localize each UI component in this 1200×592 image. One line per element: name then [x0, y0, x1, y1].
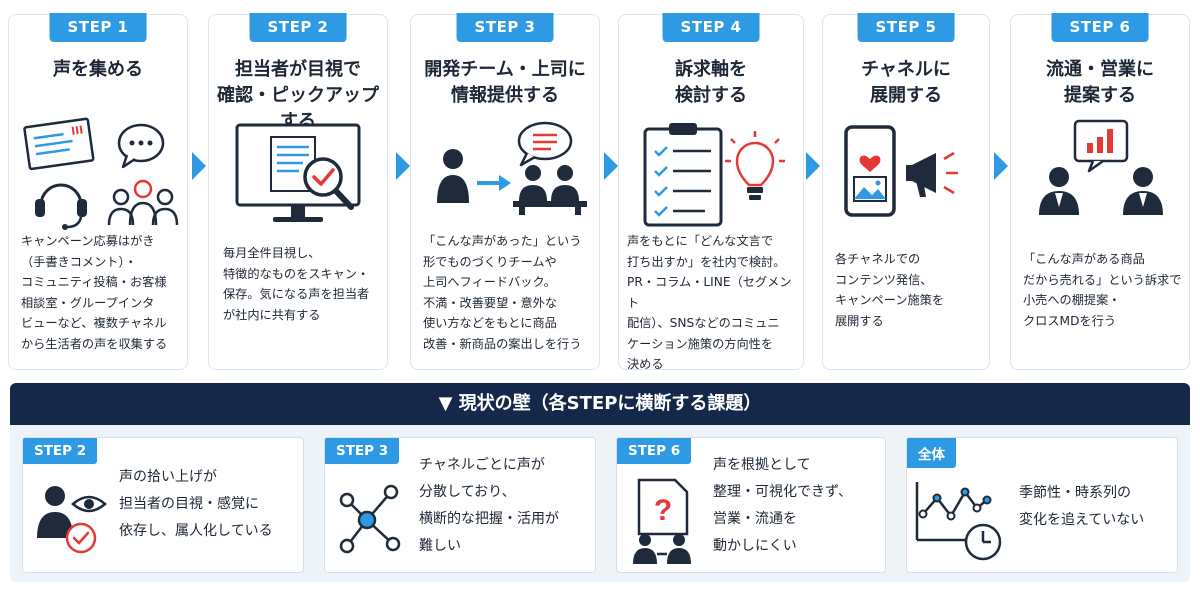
step-3-description: 「こんな声があった」という 形でものづくりチームや 上司へフィードバック。 不満…	[423, 234, 582, 351]
clipboard-checklist-icon	[643, 123, 723, 227]
step-5-card: STEP 5 チャネルに 展開する	[822, 13, 990, 370]
step-1-title: 声を集める	[53, 59, 143, 80]
step-6-illustration	[1011, 115, 1189, 233]
step-2-illustration	[209, 115, 387, 233]
svg-text:?: ?	[654, 494, 672, 527]
step-4-title: 訴求軸を 検討する	[675, 59, 747, 106]
challenge-2-badge: STEP 3	[325, 438, 400, 464]
challenge-card-4: 全体 季節性・時系列の 変化を追えていない	[906, 437, 1178, 573]
challenge-card-3: STEP 6 ? 声を根拠として 整理・可視化できず、 営業・流通を 動かしにく…	[616, 437, 886, 573]
step-6-description: 「こんな声がある商品 だから売れる」という訴求で 小売への棚提案・ クロスMDを…	[1023, 252, 1182, 328]
speech-bubble-icon	[117, 123, 165, 169]
challenge-4-text: 季節性・時系列の 変化を追えていない	[1019, 485, 1145, 528]
step-1-description: キャンペーン応募はがき （手書きコメント）・ コミュニティ投稿・お客様 相談室・…	[21, 234, 168, 351]
challenge-2-text: チャネルごとに声が 分散しており、 横断的な把握・活用が 難しい	[419, 457, 559, 554]
step-5-illustration	[823, 115, 989, 233]
flow-arrow-2	[396, 152, 410, 180]
challenge-4-badge: 全体	[907, 438, 956, 468]
flow-arrow-5	[994, 152, 1008, 180]
challenge-3-badge: STEP 6	[617, 438, 692, 464]
step-4-card: STEP 4 訴求軸を 検討する	[618, 13, 804, 371]
step-4-illustration	[619, 115, 803, 233]
challenge-1-text: 声の拾い上げが 担当者の目視・感覚に 依存し、属人化している	[119, 469, 273, 539]
person-eye-check-icon	[31, 482, 121, 566]
megaphone-icon	[906, 151, 958, 197]
step-6-title: 流通・営業に 提案する	[1046, 59, 1154, 106]
challenge-1-badge: STEP 2	[23, 438, 98, 464]
step-3-title: 開発チーム・上司に 情報提供する	[424, 59, 586, 106]
step-1-illustration	[9, 115, 187, 233]
person-icon	[437, 149, 469, 203]
step-5-description: 各チャネルでの コンテンツ発信、 キャンペーン施策を 展開する	[835, 252, 945, 328]
flow-arrow-3	[604, 152, 618, 180]
lightbulb-icon	[725, 131, 785, 200]
network-nodes-icon	[335, 478, 405, 562]
step-6-badge: STEP 6	[1051, 13, 1149, 42]
step-6-card: STEP 6 流通・営業に 提案する	[1010, 13, 1190, 370]
question-document-icon: ?	[625, 476, 701, 570]
bar-chart-bubble-icon	[1073, 119, 1129, 173]
step-1-badge: STEP 1	[49, 13, 147, 42]
flow-arrow-4	[806, 152, 820, 180]
arrow-right-icon	[477, 175, 511, 191]
step-3-badge: STEP 3	[456, 13, 554, 42]
step-2-description: 毎月全件目視し、 特徴的なものをスキャン・ 保存。気になる声を担当者 が社内に共…	[223, 246, 370, 322]
step-3-illustration	[411, 115, 599, 233]
magnifier-check-icon	[303, 157, 354, 210]
step-4-badge: STEP 4	[662, 13, 760, 42]
flow-arrow-1	[192, 152, 206, 180]
step-1-card: STEP 1 声を集める	[8, 13, 188, 370]
challenge-card-1: STEP 2 声の拾い上げが 担当者の目視・感覚に 依存し、属人化している	[22, 437, 304, 573]
team-meeting-icon	[513, 165, 587, 215]
step-2-card: STEP 2 担当者が目視で 確認・ピックアップする	[208, 13, 388, 370]
step-3-card: STEP 3 開発チーム・上司に 情報提供する	[410, 13, 600, 370]
headset-icon	[35, 183, 87, 230]
challenge-3-text: 声を根拠として 整理・可視化できず、 営業・流通を 動かしにくい	[713, 457, 853, 554]
step-5-badge: STEP 5	[857, 13, 955, 42]
step-4-description: 声をもとに「どんな文言で 打ち出すか」を社内で検討。 PR・コラム・LINE（セ…	[627, 234, 792, 371]
group-icon	[107, 179, 179, 226]
line-chart-clock-icon	[913, 478, 1009, 568]
challenges-banner: ▼ 現状の壁（各STEPに横断する課題）	[10, 383, 1190, 425]
step-2-badge: STEP 2	[249, 13, 347, 42]
postcard-icon	[23, 117, 95, 171]
challenge-card-2: STEP 3 チャネルごとに声が 分散しており、 横断的な把握・活用が 難しい	[324, 437, 596, 573]
smartphone-heart-icon	[844, 125, 896, 217]
speech-bubble-icon	[517, 121, 573, 167]
two-people-icon	[1039, 167, 1163, 215]
step-5-title: チャネルに 展開する	[861, 59, 951, 106]
